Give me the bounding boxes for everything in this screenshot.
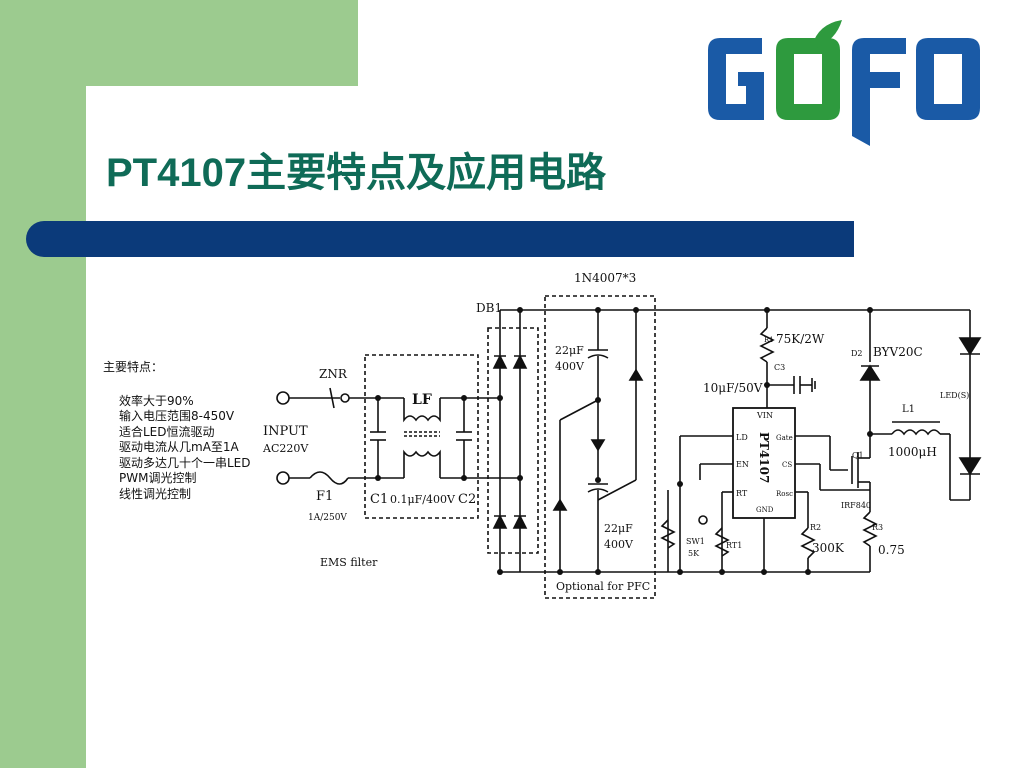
label-q1: Q1 <box>852 451 864 460</box>
label-cap-top-v: 400V <box>555 360 585 373</box>
feature-item: 线性调光控制 <box>119 486 192 501</box>
feature-item: 效率大于90% <box>119 393 194 408</box>
logo-letter-g <box>708 38 764 120</box>
bridge-box <box>487 327 539 554</box>
label-l1-value: 1000μH <box>888 445 937 459</box>
label-en: EN <box>736 460 749 469</box>
label-1n4007: 1N4007*3 <box>574 271 636 285</box>
label-d2: D2 <box>851 349 863 358</box>
gofo-logo <box>708 20 980 146</box>
input-terminal-top <box>276 391 290 405</box>
logo-letter-o2 <box>916 38 980 120</box>
title-underline-bar <box>26 221 854 257</box>
r1-resistor <box>759 327 775 363</box>
led-bottom <box>958 457 982 476</box>
label-ems-filter: EMS filter <box>320 556 378 569</box>
label-cap-value: 0.1μF/400V <box>390 493 456 506</box>
label-r2-value: 300K <box>812 541 845 555</box>
label-rt1: RT1 <box>726 541 742 550</box>
label-c3-value: 10μF/50V <box>703 381 763 395</box>
label-gate: Gate <box>776 434 793 442</box>
label-sw1-value: 5K <box>688 549 700 558</box>
label-rosc: Rosc <box>776 490 793 498</box>
lf-choke <box>403 398 441 423</box>
label-c1: C1 <box>370 492 388 507</box>
logo-leaf <box>812 20 842 48</box>
label-r3: R3 <box>872 523 883 532</box>
input-terminal-bottom <box>276 471 290 485</box>
label-ld: LD <box>736 433 748 442</box>
logo-letter-o <box>776 38 840 120</box>
ems-filter-box <box>364 354 479 519</box>
label-db1: DB1 <box>476 301 502 315</box>
feature-item: 适合LED恒流驱动 <box>119 424 215 439</box>
label-irf840: IRF840 <box>841 501 871 510</box>
label-cap-bot-v: 400V <box>604 538 634 551</box>
circuit-wires <box>276 295 982 599</box>
features-heading: 主要特点： <box>103 360 164 374</box>
label-vin: VIN <box>756 411 773 420</box>
label-r2: R2 <box>810 523 821 532</box>
label-input: INPUT <box>263 424 308 439</box>
label-znr: ZNR <box>319 367 348 381</box>
label-d2-value: BYV20C <box>873 345 923 359</box>
label-r3-value: 0.75 <box>878 543 905 557</box>
znr-symbol <box>318 387 340 409</box>
label-cap-top: 22μF <box>555 344 584 357</box>
features-list: 主要特点： 效率大于90% 输入电压范围8-450V 适合LED恒流驱动 驱动电… <box>103 360 251 502</box>
label-c3: C3 <box>774 363 785 372</box>
label-c2: C2 <box>458 492 476 507</box>
label-leds: LED(S) <box>940 391 969 400</box>
feature-item: PWM调光控制 <box>119 471 197 485</box>
logo-letter-f <box>852 38 906 146</box>
label-lf: LF <box>412 392 432 408</box>
l1-inductor <box>891 429 941 436</box>
feature-item: 驱动多达几十个一串LED <box>119 455 251 470</box>
label-ac220v: AC220V <box>262 442 309 455</box>
label-pfc: Optional for PFC <box>556 580 650 593</box>
label-cap-bot: 22μF <box>604 522 633 535</box>
label-cs: CS <box>782 461 792 469</box>
fuse-symbol <box>309 471 349 485</box>
label-r1: R1 <box>764 336 774 344</box>
page-title: PT4107主要特点及应用电路 <box>106 151 607 195</box>
led-top <box>958 337 982 356</box>
green-side-band <box>0 0 86 768</box>
label-gnd: GND <box>756 506 774 514</box>
label-rt: RT <box>736 489 748 498</box>
label-r1-value: 75K/2W <box>776 332 825 346</box>
feature-item: 输入电压范围8-450V <box>119 409 235 423</box>
junction-dots <box>375 307 873 575</box>
label-l1: L1 <box>902 404 915 415</box>
label-sw1: SW1 <box>686 537 705 546</box>
feature-item: 驱动电流从几mA至1A <box>119 440 239 454</box>
green-top-band <box>86 0 358 86</box>
chip-label: PT4107 <box>757 432 771 483</box>
circuit-labels: 1N4007*3 DB1 ZNR LF INPUT AC220V F1 1A/2… <box>262 271 969 593</box>
label-f1-rating: 1A/250V <box>308 513 347 523</box>
label-f1: F1 <box>316 489 333 504</box>
pfc-box <box>544 295 656 599</box>
